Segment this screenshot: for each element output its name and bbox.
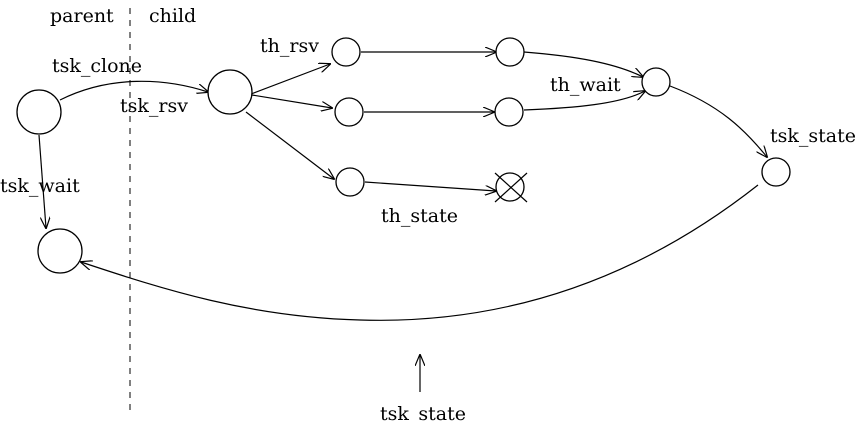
tsk-state-label-bottom: tsk_state [380, 403, 466, 422]
tsk-rsv-node [207, 69, 253, 115]
thread2-rsv-node [334, 97, 364, 127]
thread1-rsv-node [331, 37, 361, 67]
edge-thread2-to-thwait [523, 91, 645, 111]
edge-rsv-to-thread3 [245, 111, 334, 179]
edge-thwait-to-tskstate [669, 85, 767, 157]
thread2-run-node [494, 97, 524, 127]
tsk-wait-node [37, 228, 83, 274]
child-region-label: child [149, 5, 196, 27]
th-wait-node [641, 67, 671, 97]
parent-region-label: parent [50, 5, 114, 27]
edge-rsv-to-thread1 [250, 64, 330, 95]
tsk-wait-label: tsk_wait [0, 175, 80, 197]
th-wait-label: th_wait [550, 74, 621, 96]
edge-thread1-to-thwait [523, 51, 643, 77]
tsk-state-label-right: tsk_state [770, 125, 856, 147]
edge-tskstate-to-wait [81, 184, 759, 321]
edge-rsv-to-thread2 [251, 94, 332, 108]
edge-clone-to-task-rsv [59, 80, 208, 101]
edge-clone-to-wait [38, 134, 46, 228]
tsk-clone-label: tsk_clone [52, 55, 142, 77]
tsk-rsv-label: tsk_rsv [120, 95, 188, 117]
tsk-clone-node [16, 89, 62, 135]
tsk-state-node [761, 157, 791, 187]
th-rsv-label: th_rsv [260, 35, 319, 57]
thread3-rsv-node [335, 167, 365, 197]
edge-thread3-exit [364, 181, 496, 191]
th-state-label: th_state [381, 205, 458, 227]
thread1-run-node [495, 37, 525, 67]
thread3-exit-node [494, 172, 528, 203]
